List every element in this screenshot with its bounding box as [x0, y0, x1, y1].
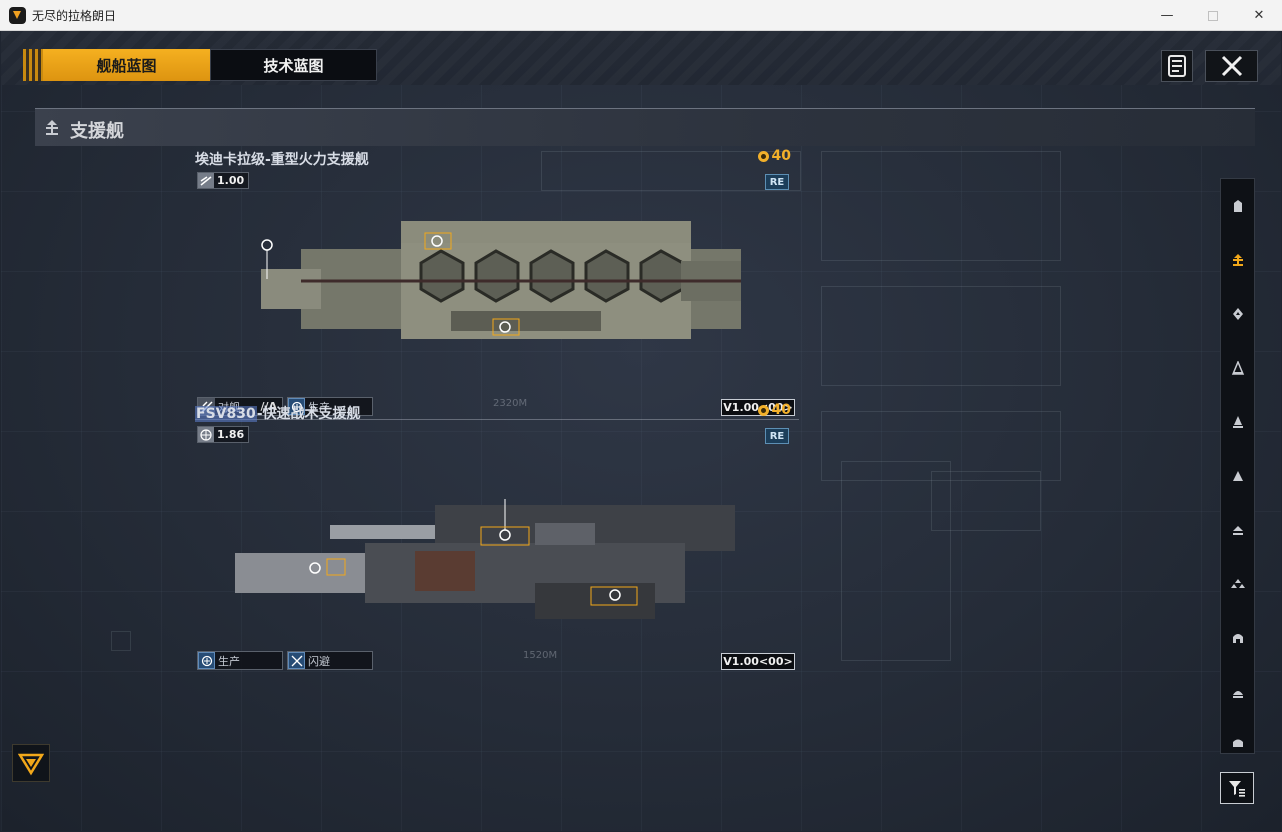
role-tag: 闪避 [287, 651, 373, 670]
ship-illustration [261, 221, 741, 339]
frigate-icon [1232, 471, 1243, 481]
window-title: 无尽的拉格朗日 [32, 9, 117, 23]
nav-support[interactable] [1221, 245, 1254, 275]
minimize-button[interactable]: — [1160, 8, 1174, 23]
category-title: 支援舰 [70, 121, 124, 142]
production-icon [288, 398, 305, 415]
category-header: 支援舰 [35, 108, 1255, 146]
miner-icon [1232, 691, 1243, 698]
tab-tech-blueprint[interactable]: 技术蓝图 [210, 49, 377, 81]
nav-fighter[interactable] [1221, 569, 1254, 599]
ship-version: V1.00<00> [721, 653, 795, 670]
nav-dock[interactable] [1221, 727, 1254, 757]
nav-carrier[interactable] [1221, 299, 1254, 329]
notes-button[interactable] [1161, 50, 1193, 82]
ship-length: 2320M [493, 398, 528, 409]
close-panel-button[interactable] [1205, 50, 1258, 82]
corvette-icon [1232, 526, 1243, 535]
blueprint-decoration [541, 151, 801, 191]
game-viewport: 舰船蓝图 技术蓝图 支援舰 埃迪卡拉级-重型火力支援舰 40 RE [1, 31, 1281, 831]
cost-icon [757, 150, 769, 162]
role-tag: 生产 [287, 397, 373, 416]
game-logo-icon [18, 753, 44, 776]
tab-ship-blueprint[interactable]: 舰船蓝图 [43, 49, 210, 81]
window-close-button[interactable]: ✕ [1253, 8, 1265, 23]
globe-icon [198, 427, 214, 442]
nav-cruiser[interactable] [1221, 353, 1254, 383]
filter-button[interactable] [1220, 772, 1254, 804]
maximize-icon [1208, 10, 1218, 21]
ship-card[interactable]: FSV830-快速战术支援舰 40 RE 1.86 [195, 402, 799, 670]
nav-miner[interactable] [1221, 677, 1254, 707]
station-icon [1232, 634, 1243, 643]
battleship-icon [1233, 200, 1242, 212]
blueprint-decoration [821, 151, 1061, 261]
nav-frigate[interactable] [1221, 461, 1254, 491]
ship-name: FSV830-快速战术支援舰 [195, 406, 361, 422]
stat-value: 1.86 [217, 428, 245, 441]
ship-cost: 40 [757, 148, 791, 164]
blueprint-tabs: 舰船蓝图 技术蓝图 [23, 49, 377, 81]
carrier-icon [1232, 308, 1243, 320]
destroyer-icon [1232, 416, 1243, 428]
blueprint-decoration [111, 631, 131, 651]
app-logo-icon [9, 7, 26, 24]
support-ship-icon [1232, 254, 1243, 266]
cost-icon [757, 404, 769, 416]
close-icon [1221, 55, 1242, 77]
ship-version: V1.00<00> [721, 399, 795, 416]
ship-stat: 1.00 [197, 172, 250, 189]
rarity-badge: RE [765, 428, 789, 444]
nav-corvette[interactable] [1221, 515, 1254, 545]
ship-cost: 40 [757, 402, 791, 418]
ship-length: 1520M [523, 650, 558, 661]
dock-icon [1232, 739, 1243, 747]
ship-name: 埃迪卡拉级-重型火力支援舰 [195, 152, 369, 168]
cruiser-icon [1231, 361, 1244, 375]
document-icon [1168, 55, 1186, 77]
stat-type-icon [198, 173, 214, 188]
ship-class-nav [1220, 178, 1255, 754]
window-titlebar: 无尽的拉格朗日 — ✕ [0, 0, 1282, 31]
blueprint-decoration [821, 411, 1061, 481]
stat-value: 1.00 [217, 174, 245, 187]
nav-destroyer[interactable] [1221, 407, 1254, 437]
game-menu-button[interactable] [12, 744, 50, 782]
card-divider [195, 419, 799, 420]
rarity-badge: RE [765, 174, 789, 190]
production-icon [198, 652, 215, 669]
ship-illustration [235, 499, 735, 619]
nav-battleship[interactable] [1221, 191, 1254, 221]
role-tag: 生产 [197, 651, 283, 670]
fighter-icon [1230, 579, 1245, 588]
support-ship-icon [46, 120, 58, 135]
blueprint-decoration [841, 461, 951, 661]
blueprint-decoration [821, 286, 1061, 386]
nav-station[interactable] [1221, 623, 1254, 653]
blueprint-decoration [931, 471, 1041, 531]
evasion-icon [288, 652, 305, 669]
ship-stat: 1.86 [197, 426, 250, 443]
filter-icon [1229, 781, 1245, 797]
tab-accent [23, 49, 43, 81]
maximize-button[interactable] [1190, 0, 1236, 31]
ship-card[interactable]: 埃迪卡拉级-重型火力支援舰 40 RE 1.00 [195, 148, 799, 420]
